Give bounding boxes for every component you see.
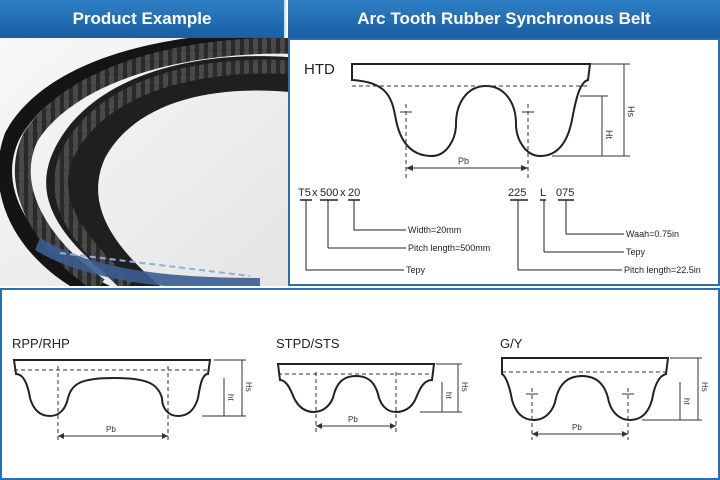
profile-stpd-pb: Pb bbox=[348, 415, 358, 424]
imperial-code: 225 L 075 Waah=0.75in Tepy Pitch length=… bbox=[508, 187, 701, 275]
htd-profile-panel: HTD Pb Ht Hs T5 x 500 x 20 bbox=[288, 38, 720, 286]
product-example-title: Product Example bbox=[72, 9, 212, 28]
profile-gy-pb: Pb bbox=[572, 423, 582, 432]
profile-g-y-label: G/Y bbox=[500, 336, 523, 351]
profiles-diagram: RPP/RHP Pb ht Hs STPD/STS Pb bbox=[12, 336, 709, 442]
callout-width: Width=20mm bbox=[408, 225, 461, 235]
profile-stpd-sts-label: STPD/STS bbox=[276, 336, 340, 351]
code1-pitch: 500 bbox=[320, 187, 338, 199]
profiles-panel: RPP/RHP Pb ht Hs STPD/STS Pb bbox=[0, 288, 720, 480]
code1-width: 20 bbox=[348, 187, 360, 199]
profile-stpd-sts: STPD/STS Pb ht Hs bbox=[276, 336, 469, 432]
belt-photo-illustration bbox=[0, 38, 288, 286]
profile-stpd-hs: Hs bbox=[460, 382, 469, 392]
callout-pitch-length-mm: Pitch length=500mm bbox=[408, 243, 490, 253]
product-photo bbox=[0, 38, 288, 286]
profile-stpd-ht: ht bbox=[444, 392, 453, 399]
product-example-header: Product Example bbox=[0, 0, 286, 38]
htd-diagram: HTD Pb Ht Hs T5 x 500 x 20 bbox=[298, 61, 701, 275]
callout-width-in: Waah=0.75in bbox=[626, 229, 679, 239]
belt-type-title: Arc Tooth Rubber Synchronous Belt bbox=[357, 9, 651, 28]
code1-sep-b: x bbox=[340, 187, 346, 199]
callout-pitch-length-in: Pitch length=22.5in bbox=[624, 265, 701, 275]
code2-pitch: 225 bbox=[508, 187, 526, 199]
htd-ht-label: Ht bbox=[604, 130, 614, 139]
code2-width: 075 bbox=[556, 187, 574, 199]
callout-type-right: Tepy bbox=[626, 247, 646, 257]
profile-rpp-ht: ht bbox=[226, 394, 235, 401]
htd-belt-outline bbox=[351, 63, 592, 158]
callout-type-left: Tepy bbox=[406, 265, 426, 275]
profile-gy-ht: ht bbox=[682, 398, 691, 405]
code2-type: L bbox=[540, 187, 546, 199]
profile-rpp-pb: Pb bbox=[106, 425, 116, 434]
htd-hs-label: Hs bbox=[626, 106, 636, 117]
code1-sep-a: x bbox=[312, 187, 318, 199]
belt-printed-band bbox=[35, 238, 260, 286]
profile-gy-hs: Hs bbox=[700, 382, 709, 392]
code1-type: T5 bbox=[298, 187, 311, 199]
htd-pb-label: Pb bbox=[458, 156, 469, 166]
metric-code: T5 x 500 x 20 Width=20mm Pitch length=50… bbox=[298, 187, 490, 275]
profile-rpp-hs: Hs bbox=[244, 382, 253, 392]
belt-type-header: Arc Tooth Rubber Synchronous Belt bbox=[288, 0, 720, 38]
profile-rpp-rhp: RPP/RHP Pb ht Hs bbox=[12, 336, 253, 442]
profile-rpp-rhp-label: RPP/RHP bbox=[12, 336, 70, 351]
htd-profile-label: HTD bbox=[304, 61, 335, 78]
profile-g-y: G/Y Pb ht Hs bbox=[500, 336, 709, 440]
